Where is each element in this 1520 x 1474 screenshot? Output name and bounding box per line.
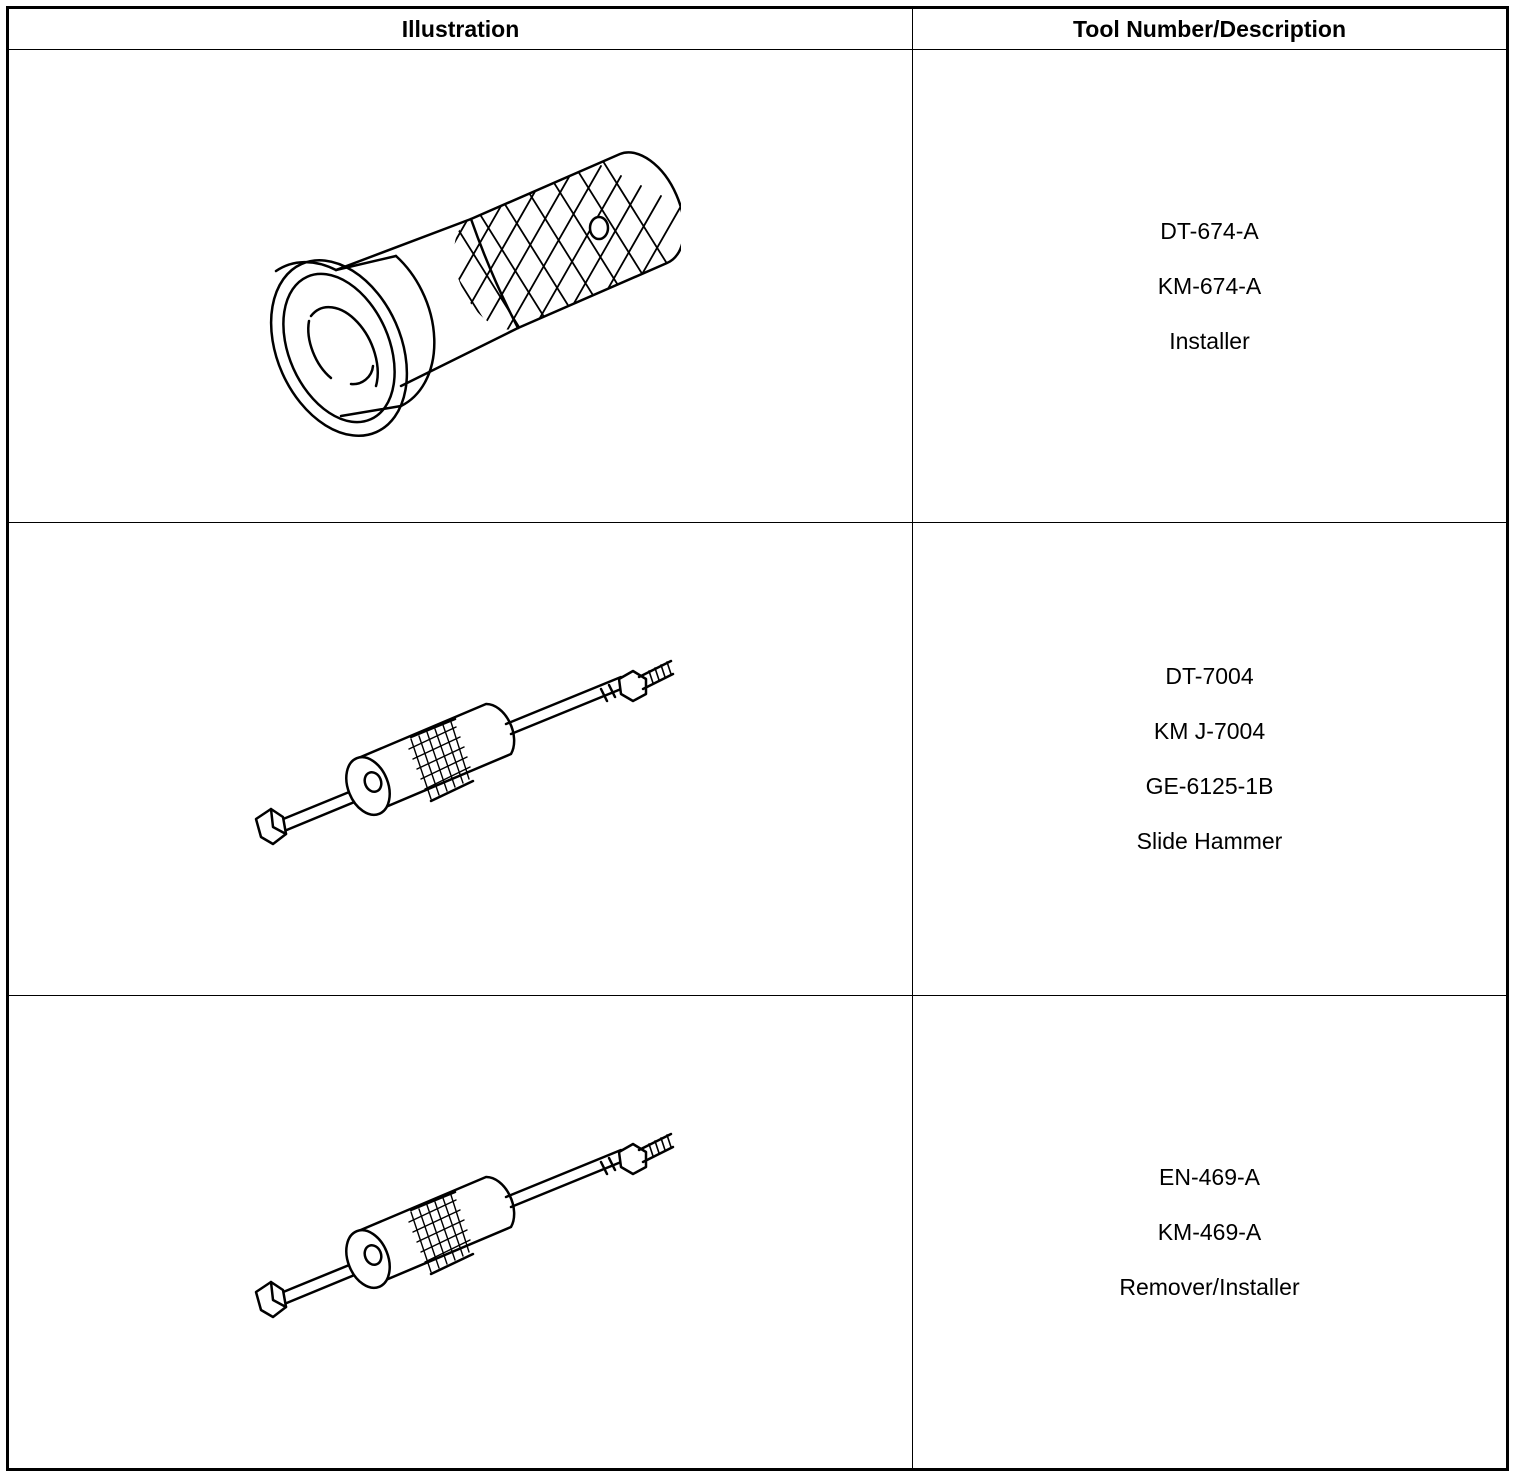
tool-number: KM-674-A <box>1157 272 1262 299</box>
description-cell: EN-469-A KM-469-A Remover/Installer <box>912 995 1508 1470</box>
illustration-cell <box>7 49 913 523</box>
tool-description: Slide Hammer <box>1136 828 1283 854</box>
description-column-header: Tool Number/Description <box>912 7 1508 50</box>
illustration-column-header: Illustration <box>7 7 913 50</box>
table-row: DT-674-A KM-674-A Installer <box>7 49 1508 523</box>
description-cell: DT-674-A KM-674-A Installer <box>912 49 1508 523</box>
table-row: EN-469-A KM-469-A Remover/Installer <box>7 995 1508 1470</box>
tool-number: GE-6125-1B <box>1145 773 1274 799</box>
tool-number: EN-469-A <box>1159 1163 1260 1190</box>
table-row: DT-7004 KM J-7004 GE-6125-1B Slide Hamme… <box>7 522 1508 996</box>
installer-tool-icon <box>269 151 681 437</box>
tool-number: DT-674-A <box>1160 217 1259 244</box>
special-tools-table: Illustration Tool Number/Description <box>6 6 1509 1471</box>
tool-number: DT-7004 <box>1165 663 1254 689</box>
remover-installer-tool-icon <box>254 1132 674 1319</box>
illustration-cell <box>7 995 913 1470</box>
slide-hammer-icon <box>254 659 674 846</box>
tool-number: KM J-7004 <box>1153 718 1266 744</box>
tool-description: Remover/Installer <box>1119 1273 1300 1300</box>
tool-description: Installer <box>1169 327 1250 354</box>
tool-number: KM-469-A <box>1157 1218 1262 1245</box>
description-cell: DT-7004 KM J-7004 GE-6125-1B Slide Hamme… <box>912 522 1508 996</box>
illustration-cell <box>7 522 913 996</box>
table-header-row: Illustration Tool Number/Description <box>7 7 1508 50</box>
